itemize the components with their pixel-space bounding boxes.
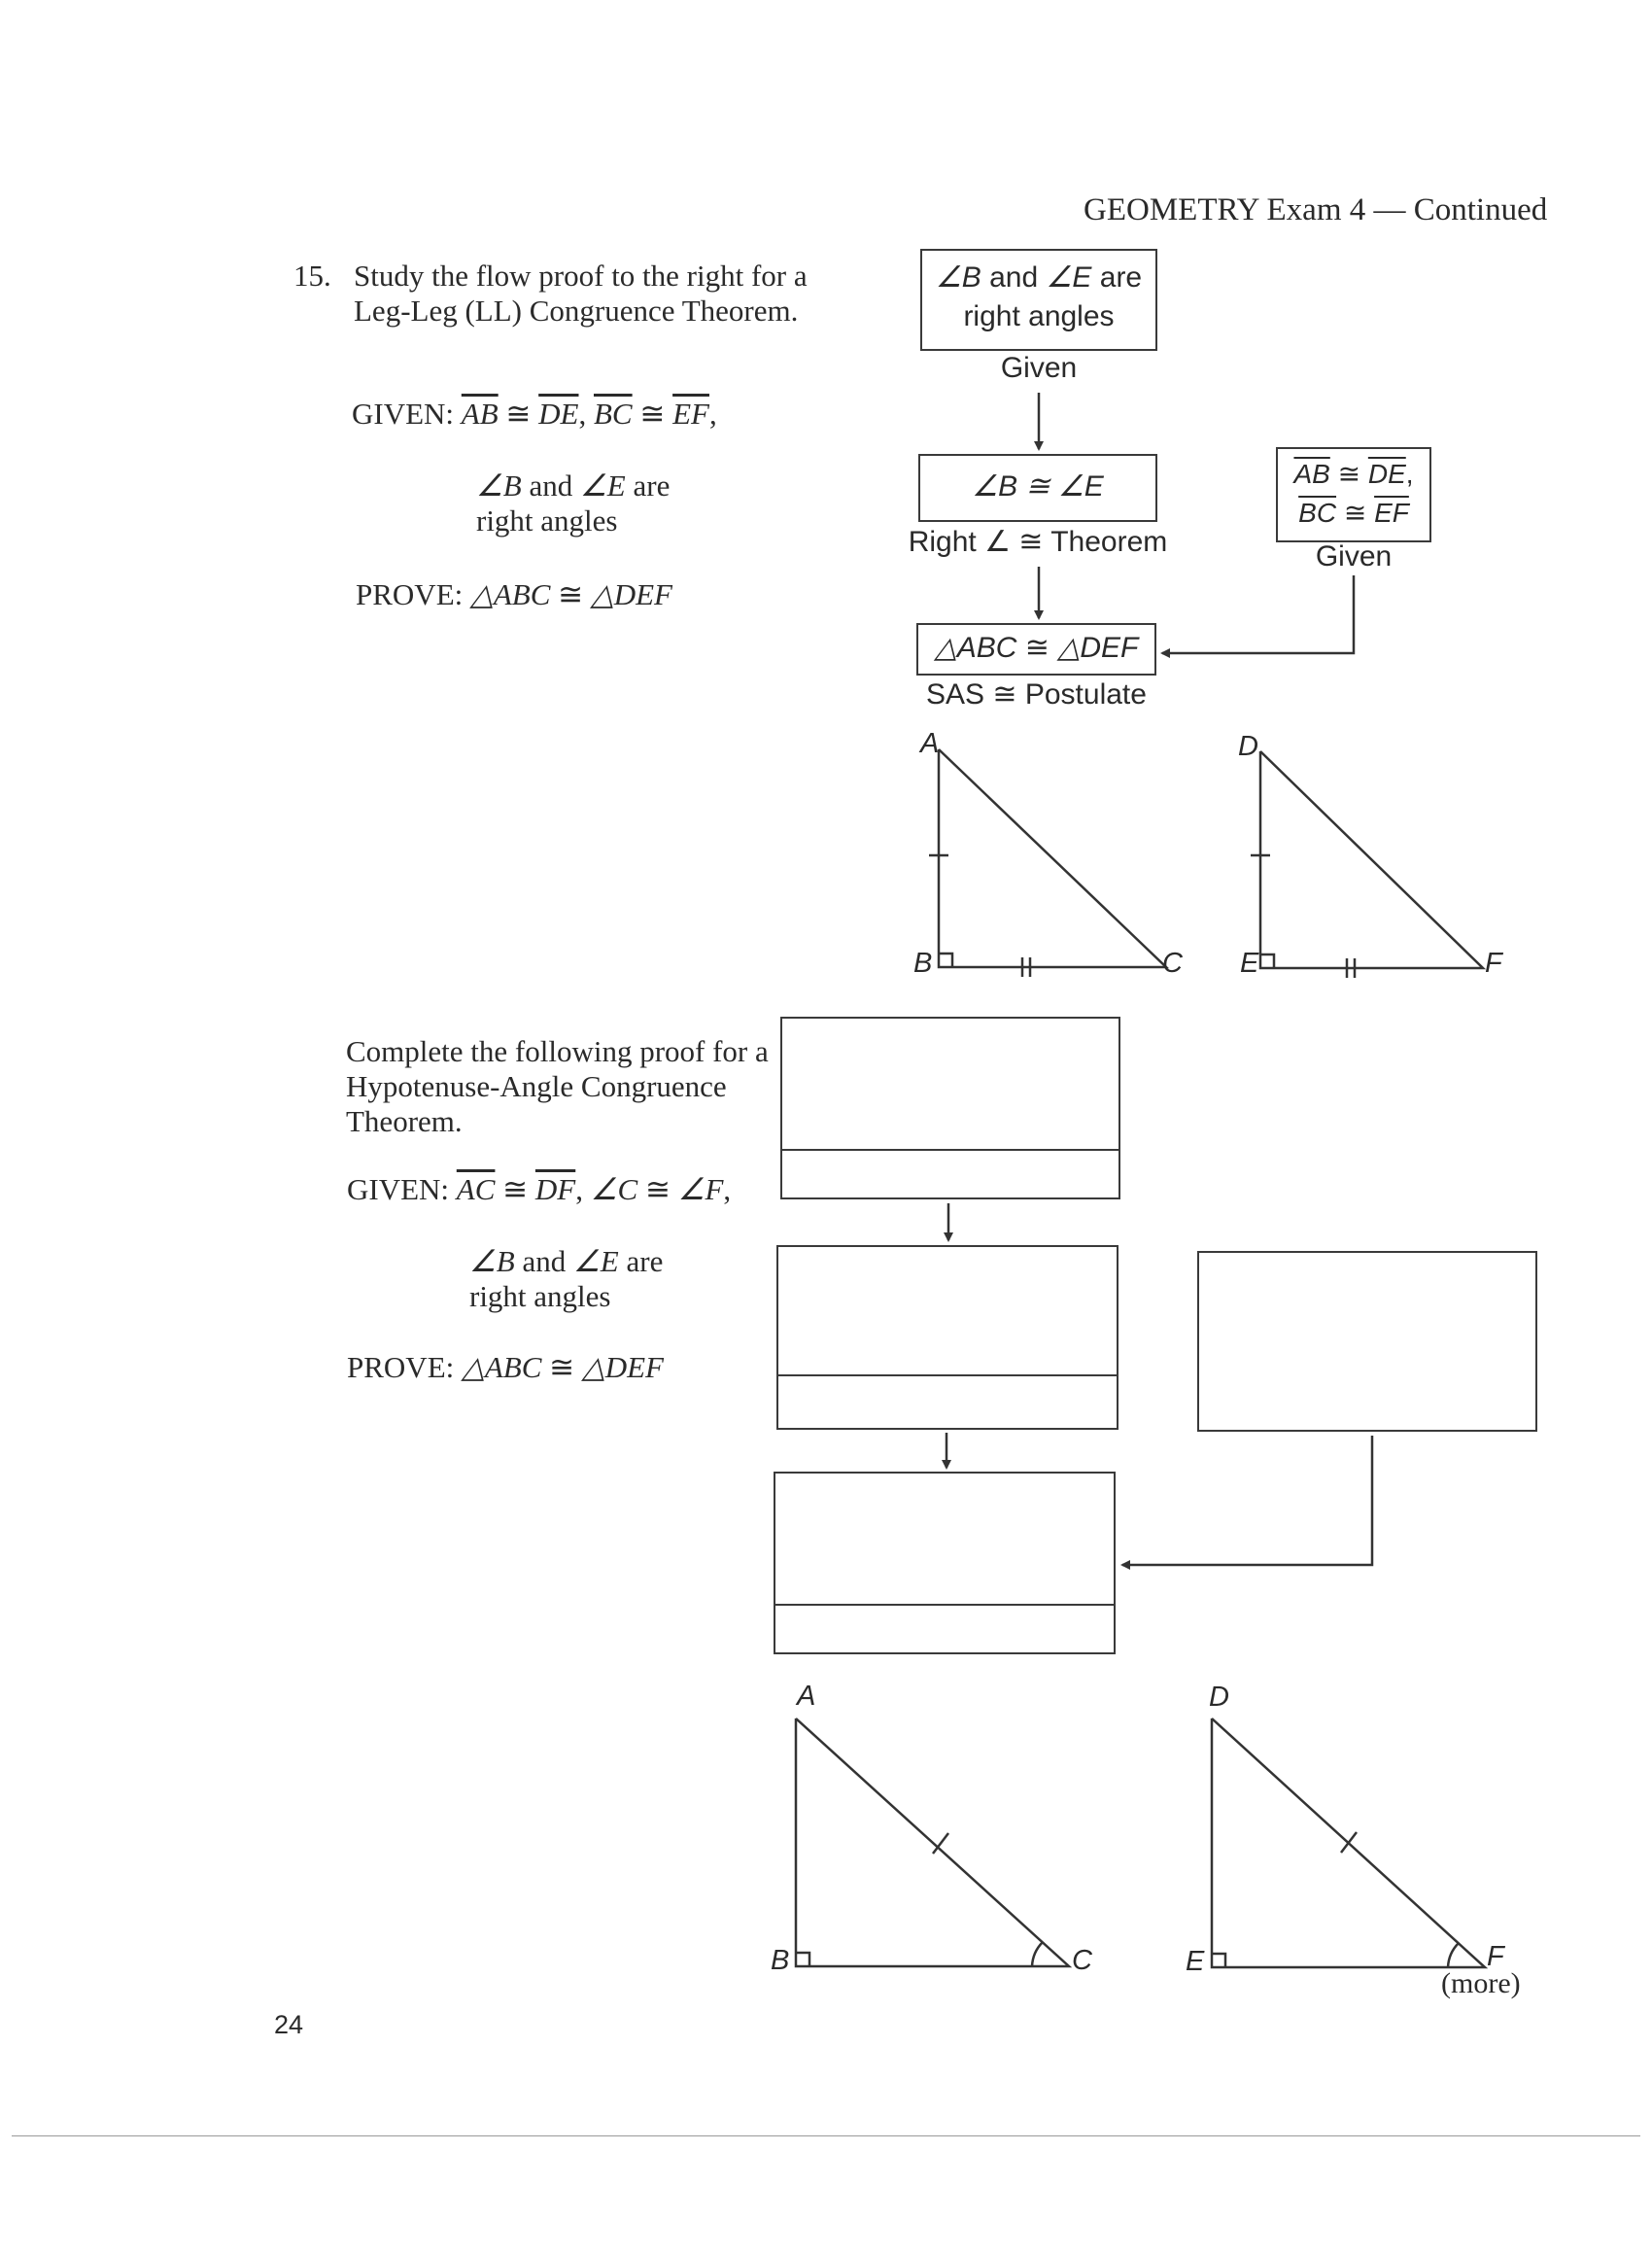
right-angles-text: right angles [476,503,618,538]
vertex-label: C [1072,1945,1093,1976]
segment-de: DE [538,397,579,431]
congruent-symbol: ≅ [495,1172,535,1206]
segment-ef: EF [1374,498,1409,528]
angle-e: ∠E [573,1244,619,1278]
segment-bc: BC [1298,498,1337,528]
are-text: are [618,1244,664,1278]
segment-ab: AB [1293,459,1330,489]
given-label: GIVEN: [352,397,455,431]
statement-reason-divider [775,1604,1114,1606]
separator: , [575,1172,591,1206]
vertex-label: F [1485,948,1504,979]
congruent-symbol: ≅ [541,1350,582,1384]
segment-ef: EF [672,397,709,431]
answer-box-3[interactable] [1197,1251,1537,1432]
right-angles-text: right angles [469,1279,611,1313]
prove-statement-2: PROVE: △ABC ≅ △DEF [347,1350,664,1385]
answer-box-4[interactable] [774,1472,1116,1654]
congruent-symbol: ≅ [498,397,539,431]
vertex-label: E [1186,1946,1205,1977]
triangle-abc: △ABC [934,632,1017,664]
angle-congruence: ∠B ≅ ∠E [972,470,1104,503]
angle-b: ∠B [935,261,981,294]
separator: , [578,397,594,431]
part2-intro: Complete the following proof for a Hypot… [346,1034,769,1138]
flow-reason-given: Given [1000,352,1078,384]
question-intro: Study the flow proof to the right for a … [354,259,808,328]
vertex-label: D [1209,1682,1229,1713]
given-statement-1: GIVEN: AB ≅ DE, BC ≅ EF, [352,397,717,432]
triangle-abc: △ABC [462,1350,542,1384]
flow-arrow [1160,575,1356,658]
congruent-symbol: ≅ [1336,498,1375,528]
given-right-angles-2: ∠B and ∠E are right angles [469,1244,761,1314]
given-right-angles-1: ∠B and ∠E are right angles [476,468,768,538]
page-number: 24 [274,2010,304,2039]
prove-label: PROVE: [347,1350,455,1384]
angle-b: ∠B [476,468,522,503]
statement-reason-divider [778,1374,1117,1376]
vertex-label: A [795,1681,815,1712]
flow-box-sides-congruent: AB ≅ DE, BC ≅ EF [1276,447,1431,542]
given-statement-2: GIVEN: AC ≅ DF, ∠C ≅ ∠F, [347,1172,731,1207]
prove-statement-1: PROVE: △ABC ≅ △DEF [356,577,672,612]
vertex-label: E [1240,948,1259,979]
angle-f: ∠F [677,1172,724,1206]
vertex-label: D [1238,731,1258,762]
vertex-label: B [771,1945,789,1976]
congruent-symbol: ≅ [1329,459,1368,489]
prove-label: PROVE: [356,577,464,611]
segment-ac: AC [456,1172,496,1206]
vertex-label: B [913,948,932,979]
more-indicator: (more) [1441,1967,1521,1999]
separator: , [723,1172,732,1206]
page-bottom-rule [12,2135,1640,2136]
are-text: are [1091,261,1143,294]
and-text: and [981,261,1047,294]
angle-e: ∠E [1046,261,1092,294]
are-text: are [625,468,671,503]
angle-c: ∠C [590,1172,638,1206]
flow-box-angles-congruent: ∠B ≅ ∠E [918,454,1157,522]
question-number: 15. [293,259,331,293]
flow-box-right-angles: ∠B and ∠E are right angles [920,249,1157,351]
answer-box-1[interactable] [780,1017,1120,1199]
congruent-symbol: ≅ [632,397,673,431]
triangle-def-figure-2 [1210,1717,1489,1969]
congruent-symbol: ≅ [550,577,591,611]
right-angles-text: right angles [963,300,1115,332]
flow-box-triangles-congruent: △ABC ≅ △DEF [916,623,1156,676]
and-text: and [514,1244,573,1278]
flow-arrow [1120,1436,1374,1570]
and-text: and [521,468,580,503]
flow-reason-given-sides: Given [1315,540,1393,572]
triangle-abc: △ABC [470,577,551,611]
vertex-label: C [1162,948,1184,979]
separator: , [708,397,717,431]
segment-df: DF [534,1172,576,1206]
angle-e: ∠E [580,468,626,503]
triangle-def: △DEF [581,1350,664,1384]
triangle-abc-figure [929,748,1170,977]
statement-reason-divider [782,1149,1119,1151]
segment-de: DE [1367,459,1406,489]
vertex-label: A [918,728,939,759]
exam-header: GEOMETRY Exam 4 — Continued [1084,192,1548,227]
segment-bc: BC [593,397,633,431]
angle-b: ∠B [469,1244,515,1278]
triangle-def-figure [1251,750,1487,978]
congruent-symbol: ≅ [1016,632,1058,664]
separator: , [1405,459,1414,489]
answer-box-2[interactable] [776,1245,1119,1430]
triangle-def: △DEF [1057,632,1139,664]
congruent-symbol: ≅ [637,1172,678,1206]
flow-reason-sas: SAS ≅ Postulate [926,678,1147,711]
flow-reason-right-angle-theorem: Right ∠ ≅ Theorem [908,526,1168,558]
triangle-def: △DEF [590,577,672,611]
given-label: GIVEN: [347,1172,450,1206]
triangle-abc-figure-2 [794,1717,1073,1968]
segment-ab: AB [461,397,499,431]
